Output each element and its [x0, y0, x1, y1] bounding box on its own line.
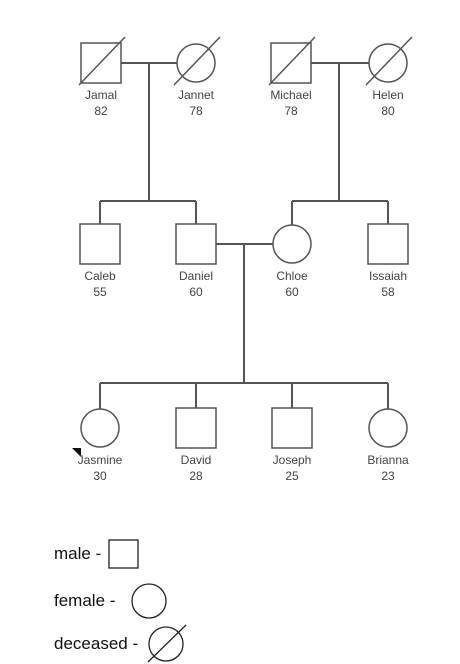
- jasmine-age-label: 30: [93, 469, 107, 483]
- relationship-lines: [99, 62, 389, 409]
- daniel-male-square-icon: [175, 223, 217, 265]
- brianna-age-label: 23: [381, 469, 395, 483]
- caleb-male-square-icon: [79, 223, 121, 265]
- legend-male: male -: [54, 538, 141, 570]
- person-daniel: Daniel 60: [175, 223, 217, 299]
- jasmine-female-circle-icon: [80, 408, 120, 448]
- person-brianna: Brianna 23: [367, 408, 409, 483]
- brianna-name-label: Brianna: [367, 453, 409, 467]
- issaiah-male-square-icon: [367, 223, 409, 265]
- person-issaiah: Issaiah 58: [367, 223, 409, 299]
- person-jannet: Jannet 78: [173, 36, 221, 118]
- jannet-deceased-slash: [173, 36, 221, 86]
- people-nodes: Jamal82Jannet78Michael78Helen80Caleb55Da…: [72, 36, 413, 483]
- caleb-age-label: 55: [93, 285, 107, 299]
- person-joseph: Joseph 25: [271, 407, 313, 483]
- michael-deceased-slash: [268, 36, 316, 86]
- female-circle-icon: [131, 583, 168, 619]
- legend-female-label: female -: [54, 591, 116, 610]
- jasmine-name-label: Jasmine: [78, 453, 123, 467]
- jamal-deceased-slash: [78, 36, 126, 86]
- jannet-age-label: 78: [189, 104, 203, 118]
- legend-female: female -: [54, 582, 173, 620]
- david-age-label: 28: [189, 469, 203, 483]
- person-jamal: Jamal 82: [78, 36, 126, 118]
- person-jasmine: Jasmine 30: [72, 408, 123, 483]
- david-name-label: David: [181, 453, 212, 467]
- jasmine-proband-marker-icon: [72, 448, 81, 457]
- chloe-age-label: 60: [285, 285, 299, 299]
- jamal-age-label: 82: [94, 104, 108, 118]
- jamal-name-label: Jamal: [85, 88, 117, 102]
- joseph-male-square-icon: [271, 407, 313, 449]
- person-michael: Michael 78: [268, 36, 316, 118]
- helen-age-label: 80: [381, 104, 395, 118]
- helen-deceased-slash: [365, 36, 413, 86]
- issaiah-name-label: Issaiah: [369, 269, 407, 283]
- caleb-name-label: Caleb: [84, 269, 116, 283]
- male-square-icon: [108, 539, 139, 569]
- person-caleb: Caleb 55: [79, 223, 121, 299]
- person-helen: Helen 80: [365, 36, 413, 118]
- issaiah-age-label: 58: [381, 285, 395, 299]
- person-chloe: Chloe 60: [272, 224, 312, 299]
- person-david: David 28: [175, 407, 217, 483]
- michael-age-label: 78: [284, 104, 298, 118]
- legend-deceased-label: deceased -: [54, 634, 139, 653]
- helen-name-label: Helen: [372, 88, 403, 102]
- deceased-slash-circle-icon: [147, 624, 187, 663]
- daniel-name-label: Daniel: [179, 269, 213, 283]
- michael-name-label: Michael: [270, 88, 311, 102]
- jannet-name-label: Jannet: [178, 88, 215, 102]
- david-male-square-icon: [175, 407, 217, 449]
- chloe-name-label: Chloe: [276, 269, 308, 283]
- brianna-female-circle-icon: [368, 408, 408, 448]
- chloe-female-circle-icon: [272, 224, 312, 264]
- legend-male-label: male -: [54, 544, 102, 563]
- legend-deceased: deceased -: [54, 624, 190, 664]
- joseph-age-label: 25: [285, 469, 299, 483]
- daniel-age-label: 60: [189, 285, 203, 299]
- joseph-name-label: Joseph: [273, 453, 312, 467]
